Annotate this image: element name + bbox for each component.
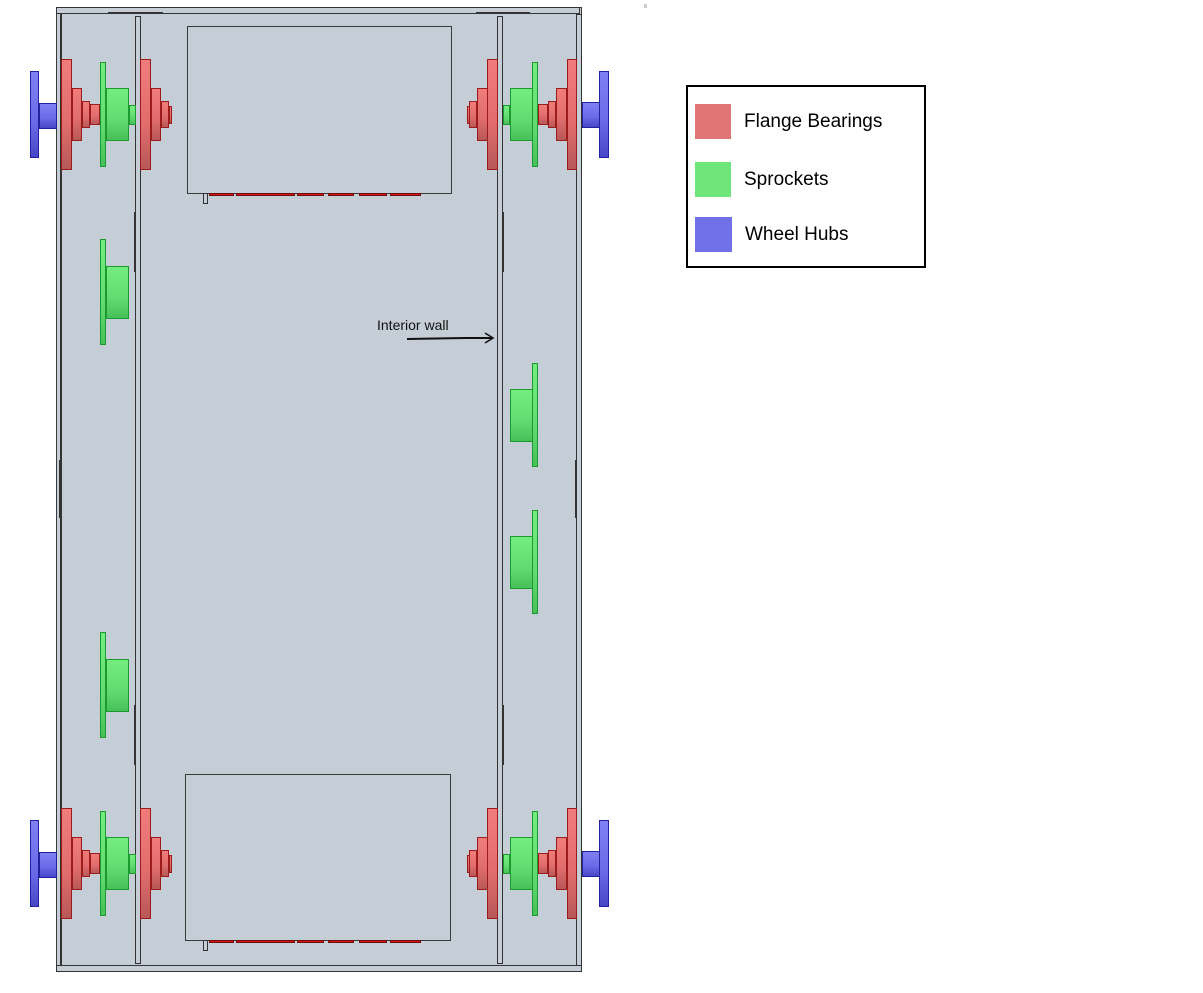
wheel-hub-flange — [599, 71, 609, 158]
sprocket-plate — [532, 510, 538, 614]
red-strip — [236, 940, 295, 943]
sprocket-plate — [532, 363, 538, 467]
red-strip — [209, 193, 234, 196]
legend-swatch-green — [695, 162, 731, 197]
red-strip — [390, 940, 421, 943]
wheel-hub-shaft — [582, 102, 600, 128]
flange-bearing — [140, 808, 151, 919]
top-plate-edge — [476, 12, 530, 14]
sprocket-plate — [100, 239, 106, 345]
sprocket-plate — [532, 811, 538, 916]
wheel-hub-shaft — [39, 103, 57, 129]
top-plate-edge — [108, 12, 163, 14]
flange-bearing — [567, 59, 577, 170]
wall-mark — [502, 705, 504, 765]
left-interior-wall — [135, 16, 141, 964]
bearing-nub — [169, 855, 172, 873]
interior-wall-arrow — [406, 332, 495, 344]
flange-bearing-step — [469, 850, 477, 877]
wall-mark — [134, 212, 136, 272]
flange-bearing-step — [161, 101, 169, 128]
flange-bearing — [140, 59, 151, 170]
red-strip — [297, 940, 324, 943]
flange-bearing-step — [151, 88, 161, 141]
wheel-hub-flange — [599, 820, 609, 907]
legend-label: Sprockets — [744, 168, 829, 190]
right-interior-wall — [497, 16, 503, 964]
wheel-hub-flange — [30, 71, 39, 158]
red-strip — [390, 193, 421, 196]
flange-bearing — [61, 808, 72, 919]
flange-bearing-step — [72, 837, 82, 890]
wall-mark — [59, 460, 61, 518]
legend: Flange Bearings Sprockets Wheel Hubs — [686, 85, 926, 268]
sprocket-collar — [503, 854, 510, 874]
flange-bearing — [61, 59, 72, 170]
axle-shaft — [90, 104, 100, 125]
flange-bearing-step — [556, 88, 567, 141]
sprocket-collar — [503, 105, 510, 125]
bearing-nub — [169, 106, 172, 124]
sprocket-collar — [129, 105, 136, 125]
sprocket-plate — [100, 632, 106, 738]
axle-shaft — [538, 104, 548, 125]
sprocket-plate — [532, 62, 538, 167]
sprocket-hub — [510, 389, 533, 442]
flange-bearing-step — [72, 88, 82, 141]
wheel-hub-shaft — [582, 851, 600, 877]
red-strip — [236, 193, 295, 196]
sprocket-hub — [510, 837, 533, 890]
flange-bearing-step — [469, 101, 477, 128]
box-tab — [203, 940, 208, 951]
legend-item-flange-bearings: Flange Bearings — [695, 104, 882, 139]
flange-bearing — [567, 808, 577, 919]
flange-bearing-step — [161, 850, 169, 877]
red-strip — [359, 193, 387, 196]
red-strip — [328, 193, 354, 196]
red-strip — [297, 193, 324, 196]
sprocket-hub — [106, 88, 129, 141]
interior-wall-label: Interior wall — [377, 317, 449, 333]
wall-mark — [575, 460, 577, 518]
sprocket-hub — [510, 88, 533, 141]
axle-shaft — [90, 853, 100, 874]
legend-label: Wheel Hubs — [745, 223, 849, 245]
top-electronics-box — [187, 26, 452, 194]
flange-bearing-step — [151, 837, 161, 890]
flange-bearing-step — [82, 101, 90, 128]
flange-bearing-step — [82, 850, 90, 877]
legend-label: Flange Bearings — [744, 110, 883, 132]
flange-bearing-step — [556, 837, 567, 890]
wall-mark — [134, 705, 136, 765]
red-strip — [328, 940, 354, 943]
legend-item-wheel-hubs: Wheel Hubs — [695, 217, 849, 252]
axle-shaft — [538, 853, 548, 874]
sprocket-hub — [106, 266, 129, 319]
top-rail — [56, 7, 580, 14]
wheel-hub-flange — [30, 820, 39, 907]
sprocket-hub — [106, 659, 129, 712]
legend-swatch-red — [695, 104, 731, 139]
sprocket-collar — [129, 854, 136, 874]
flange-bearing — [487, 808, 498, 919]
sprocket-hub — [510, 536, 533, 589]
box-tab — [203, 193, 208, 204]
stray-mark — [644, 4, 647, 8]
bottom-rail — [56, 965, 582, 972]
flange-bearing-step — [548, 850, 556, 877]
sprocket-plate — [100, 62, 106, 167]
legend-swatch-blue — [695, 217, 732, 252]
bottom-electronics-box — [185, 774, 451, 941]
flange-bearing — [487, 59, 498, 170]
wheel-hub-shaft — [39, 852, 57, 878]
red-strip — [359, 940, 387, 943]
sprocket-hub — [106, 837, 129, 890]
wall-mark — [502, 212, 504, 272]
flange-bearing-step — [548, 101, 556, 128]
legend-item-sprockets: Sprockets — [695, 162, 828, 197]
red-strip — [209, 940, 234, 943]
sprocket-plate — [100, 811, 106, 916]
